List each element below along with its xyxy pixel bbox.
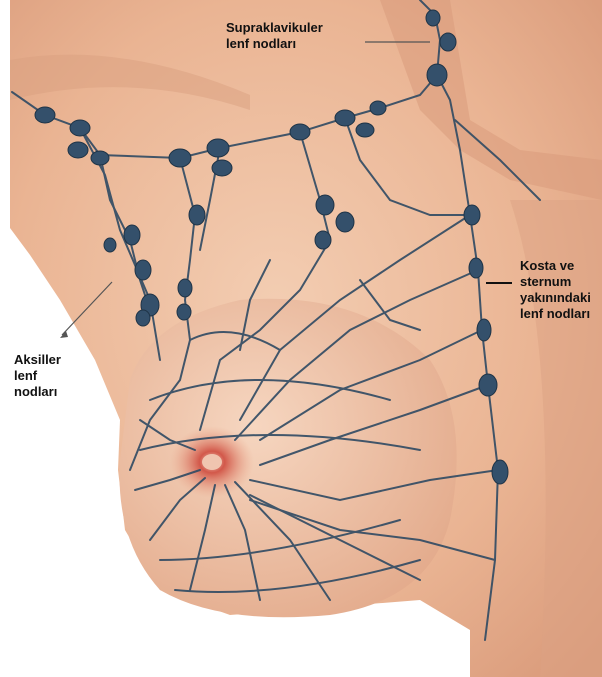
lymph-node (370, 101, 386, 115)
lymph-node (135, 260, 151, 280)
lymph-node (336, 212, 354, 232)
lymph-node (479, 374, 497, 396)
axillary-label: Aksiller lenf nodları (14, 352, 61, 400)
costal-sternal-label: Kosta ve sternum yakınındaki lenf nodlar… (520, 258, 591, 322)
lymph-node (316, 195, 334, 215)
lymph-node (124, 225, 140, 245)
lymph-node (104, 238, 116, 252)
lymph-node (91, 151, 109, 165)
lymph-node (178, 279, 192, 297)
lymph-node (177, 304, 191, 320)
lymph-node (427, 64, 447, 86)
lymph-node (492, 460, 508, 484)
lymph-node (70, 120, 90, 136)
lymph-node (315, 231, 331, 249)
lymph-node (68, 142, 88, 158)
lymph-node (136, 310, 150, 326)
lymph-node (356, 123, 374, 137)
lymph-node (169, 149, 191, 167)
lymph-node (335, 110, 355, 126)
lymph-node (477, 319, 491, 341)
lymph-node (440, 33, 456, 51)
lymph-node (469, 258, 483, 278)
breast (120, 299, 457, 617)
lymph-node (464, 205, 480, 225)
lymph-node (207, 139, 229, 157)
lymph-node (212, 160, 232, 176)
lymph-node (426, 10, 440, 26)
nipple-core (202, 454, 222, 470)
supraclavicular-label: Supraklavikuler lenf nodları (226, 20, 323, 52)
lymph-node (290, 124, 310, 140)
lymph-node (189, 205, 205, 225)
lymph-node (35, 107, 55, 123)
